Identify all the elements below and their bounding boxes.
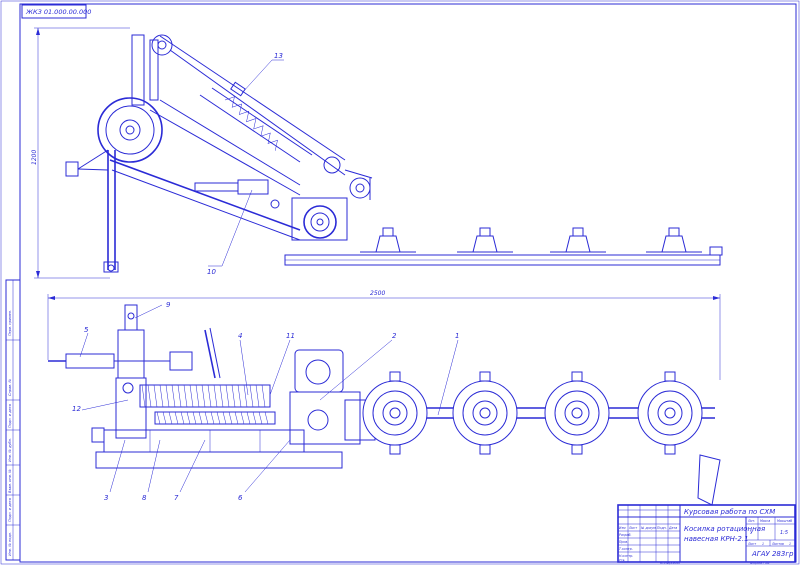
strip-label-2: Справ. №	[8, 379, 12, 396]
cylinder-10	[194, 179, 280, 209]
callout-9: 9	[166, 301, 171, 309]
title-block: Курсовая работа по СХМ Изм Лист № докум.…	[617, 504, 796, 565]
callout-10: 10	[207, 268, 216, 276]
row-sign: Подп.	[657, 526, 667, 530]
group-code: АГАУ 283гр	[751, 550, 794, 558]
rotor-plan-1	[362, 371, 428, 455]
role-approve: Утв.	[619, 558, 625, 562]
corner-stamp: ЖКЗ 01.000.00.000	[21, 4, 91, 19]
left-binding-strip: Перв. примен. Справ. № Подп. и дата Инв.…	[5, 279, 21, 561]
rotor-side-2	[457, 227, 513, 253]
role-check: Пров.	[619, 540, 628, 544]
document-name-line1: Косилка ротационная	[684, 525, 765, 533]
side-view: 1200	[31, 27, 723, 279]
row-izm: Изм	[619, 526, 626, 530]
corner-stamp-text: ЖКЗ 01.000.00.000	[25, 8, 91, 16]
scale-label: Масштаб	[777, 519, 792, 523]
row-list: Лист	[628, 526, 637, 530]
callout-11: 11	[286, 332, 295, 340]
height-dimension: 1200	[31, 27, 130, 279]
callout-13: 13	[274, 52, 283, 60]
sheets-label: Листов	[771, 542, 784, 546]
role-dev: Разраб.	[619, 533, 632, 537]
length-dimension-label: 2500	[370, 290, 385, 297]
strip-label-5: Взам. инв. №	[8, 469, 12, 493]
row-date: Дата	[668, 526, 677, 530]
rotor-plan-2	[452, 371, 518, 455]
spring-13	[199, 81, 313, 163]
course-title: Курсовая работа по СХМ	[684, 508, 775, 516]
strip-label-4: Инв. № дубл.	[8, 438, 12, 462]
callout-1: 1	[455, 332, 459, 340]
copied-label: Копировал	[660, 561, 681, 565]
drawing-frame	[19, 3, 797, 563]
role-ncontrol: Н.контр.	[619, 554, 633, 558]
height-dimension-label: 1200	[31, 150, 38, 165]
plan-view: 2500	[47, 290, 721, 506]
rotor-side-3	[550, 227, 606, 253]
callout-8: 8	[142, 494, 147, 502]
mass-label: Масса	[760, 519, 770, 523]
scale-value: 1:5	[780, 530, 788, 536]
callout-7: 7	[174, 494, 179, 502]
strip-label-7: Инв. № подл.	[8, 532, 12, 556]
callout-5: 5	[84, 326, 89, 334]
sheet-label: Лист	[747, 542, 756, 546]
document-name-line2: навесная КРН-2.1	[684, 535, 749, 543]
sheets-num: 1	[789, 542, 791, 546]
format-label: Формат А1	[750, 561, 770, 565]
rotor-plan-3	[544, 371, 610, 455]
row-doc: № докум.	[640, 526, 657, 530]
sheet-num: 1	[762, 542, 764, 546]
callout-3: 3	[104, 494, 108, 502]
rotor-side-4	[646, 227, 702, 253]
callout-2: 2	[392, 332, 397, 340]
strip-label-3: Подп. и дата	[8, 404, 12, 428]
rotor-plan-4	[637, 371, 703, 455]
callout-6: 6	[238, 494, 243, 502]
callout-4: 4	[238, 332, 242, 340]
strip-label-6: Подп. и дата	[8, 498, 12, 522]
letter-value: У	[750, 530, 754, 536]
role-tcontrol: Т.контр.	[619, 547, 633, 551]
callout-12: 12	[72, 405, 81, 413]
length-dimension: 2500	[47, 290, 721, 380]
rotor-side-1	[360, 227, 416, 253]
strip-label-1: Перв. примен.	[8, 310, 12, 336]
letter-label: Лит.	[747, 519, 755, 523]
